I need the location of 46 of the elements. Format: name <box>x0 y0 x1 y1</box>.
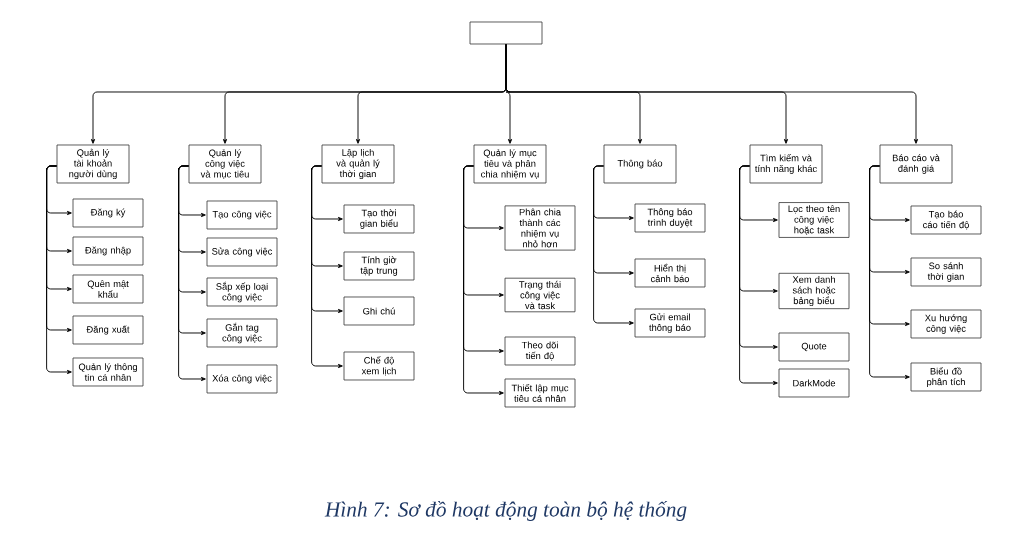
category-box: Báo cáo và đánh giá <box>879 144 953 184</box>
feature-box: Gửi email thông báo <box>634 308 706 338</box>
feature-box: Tính giờ tập trung <box>343 251 415 281</box>
feature-box: Tạo báo cáo tiến độ <box>910 205 982 235</box>
arrow <box>46 165 72 375</box>
feature-box: Sửa công việc <box>206 237 278 267</box>
feature-box: Tạo thời gian biểu <box>343 204 415 234</box>
feature-box: Phân chia thành các nhiệm vụ nhỏ hơn <box>504 205 576 251</box>
arrow <box>311 165 343 369</box>
feature-box: Xem danh sách hoặc bảng biểu <box>778 272 850 310</box>
feature-box: Theo dõi tiến độ <box>504 336 576 366</box>
category-box: Quản lý mục tiêu và phân chia nhiệm vụ <box>473 144 547 184</box>
caption: Hình 7: Sơ đồ hoạt động toàn bộ hệ thống <box>324 501 687 521</box>
feature-box: So sánh thời gian <box>910 257 982 287</box>
feature-box: Thiết lập mục tiêu cá nhân <box>504 378 576 408</box>
feature-box: Đăng xuất <box>72 315 144 345</box>
feature-box: Lọc theo tên công việc hoặc task <box>778 202 850 238</box>
feature-box: Ghi chú <box>343 296 415 326</box>
feature-box: Xóa công việc <box>206 364 278 394</box>
category-box: Thông báo <box>603 144 677 184</box>
feature-box: Thông báo trình duyệt <box>634 203 706 233</box>
feature-box: Biểu đồ phân tích <box>910 362 982 392</box>
category-box: Tìm kiếm và tính năng khác <box>749 144 823 184</box>
root-box <box>469 21 543 45</box>
arrow <box>869 165 910 380</box>
feature-box: DarkMode <box>778 368 850 398</box>
category-box: Quản lý tài khoản người dùng <box>56 144 130 184</box>
feature-box: Xu hướng công việc <box>910 309 982 339</box>
arrow <box>463 165 504 396</box>
category-box: Quản lý công việc và mục tiêu <box>188 144 262 184</box>
feature-box: Đăng ký <box>72 198 144 228</box>
feature-box: Quên mật khẩu <box>72 274 144 304</box>
feature-box: Gắn tag công việc <box>206 318 278 348</box>
feature-box: Trạng thái công việc và task <box>504 277 576 313</box>
feature-box: Chế độ xem lịch <box>343 351 415 381</box>
feature-box: Đăng nhập <box>72 236 144 266</box>
category-box: Lập lịch và quản lý thời gian <box>321 144 395 184</box>
arrow <box>739 165 778 386</box>
feature-box: Quote <box>778 332 850 362</box>
feature-box: Quản lý thông tin cá nhân <box>72 357 144 387</box>
arrow <box>593 165 634 326</box>
feature-box: Tạo công việc <box>206 200 278 230</box>
feature-box: Sắp xếp loại công việc <box>206 277 278 307</box>
arrow <box>178 165 206 382</box>
arrow <box>505 43 919 144</box>
feature-box: Hiển thị cảnh báo <box>634 258 706 288</box>
